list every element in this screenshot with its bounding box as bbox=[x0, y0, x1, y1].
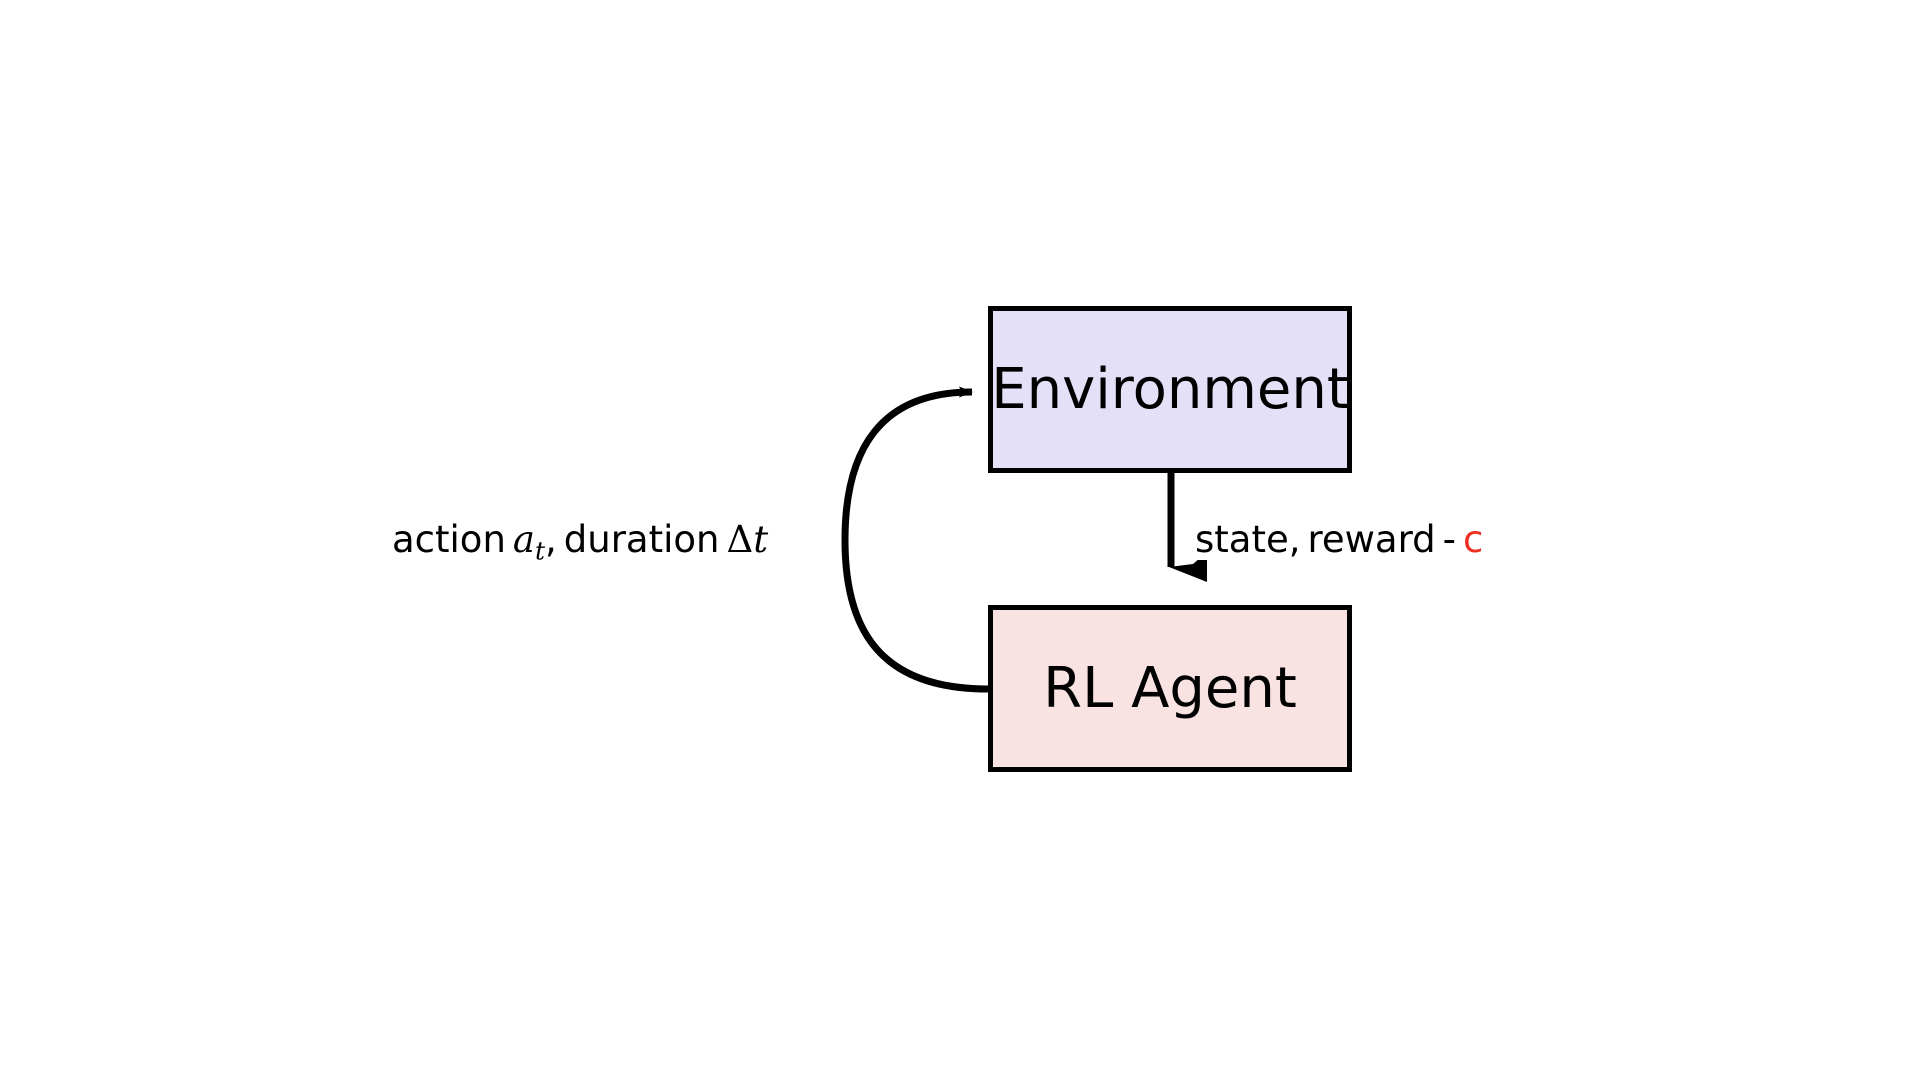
edge-label-word-action: action bbox=[392, 518, 506, 561]
edge-label-minus-sign: - bbox=[1442, 518, 1457, 561]
edge-label-word-state: state, bbox=[1195, 518, 1301, 561]
edge-label-word-duration: duration bbox=[563, 518, 720, 561]
edge-label-cost-symbol: c bbox=[1463, 518, 1484, 561]
edge-label-symbol-delta: Δ bbox=[726, 518, 754, 561]
node-rl-agent-label: RL Agent bbox=[1043, 655, 1297, 721]
edge-label-state-reward: state,reward-c bbox=[1191, 518, 1488, 561]
node-rl-agent[interactable]: RL Agent bbox=[988, 605, 1352, 772]
edge-label-comma: , bbox=[545, 518, 557, 561]
edge-label-symbol-action-subscript: t bbox=[534, 536, 545, 566]
node-environment[interactable]: Environment bbox=[988, 306, 1352, 473]
edge-label-symbol-action: a bbox=[512, 518, 535, 561]
edge-agent-to-environment-path bbox=[841, 386, 989, 693]
node-environment-label: Environment bbox=[991, 356, 1349, 422]
edge-label-word-reward: reward bbox=[1307, 518, 1436, 561]
edge-label-symbol-time: t bbox=[753, 518, 769, 561]
